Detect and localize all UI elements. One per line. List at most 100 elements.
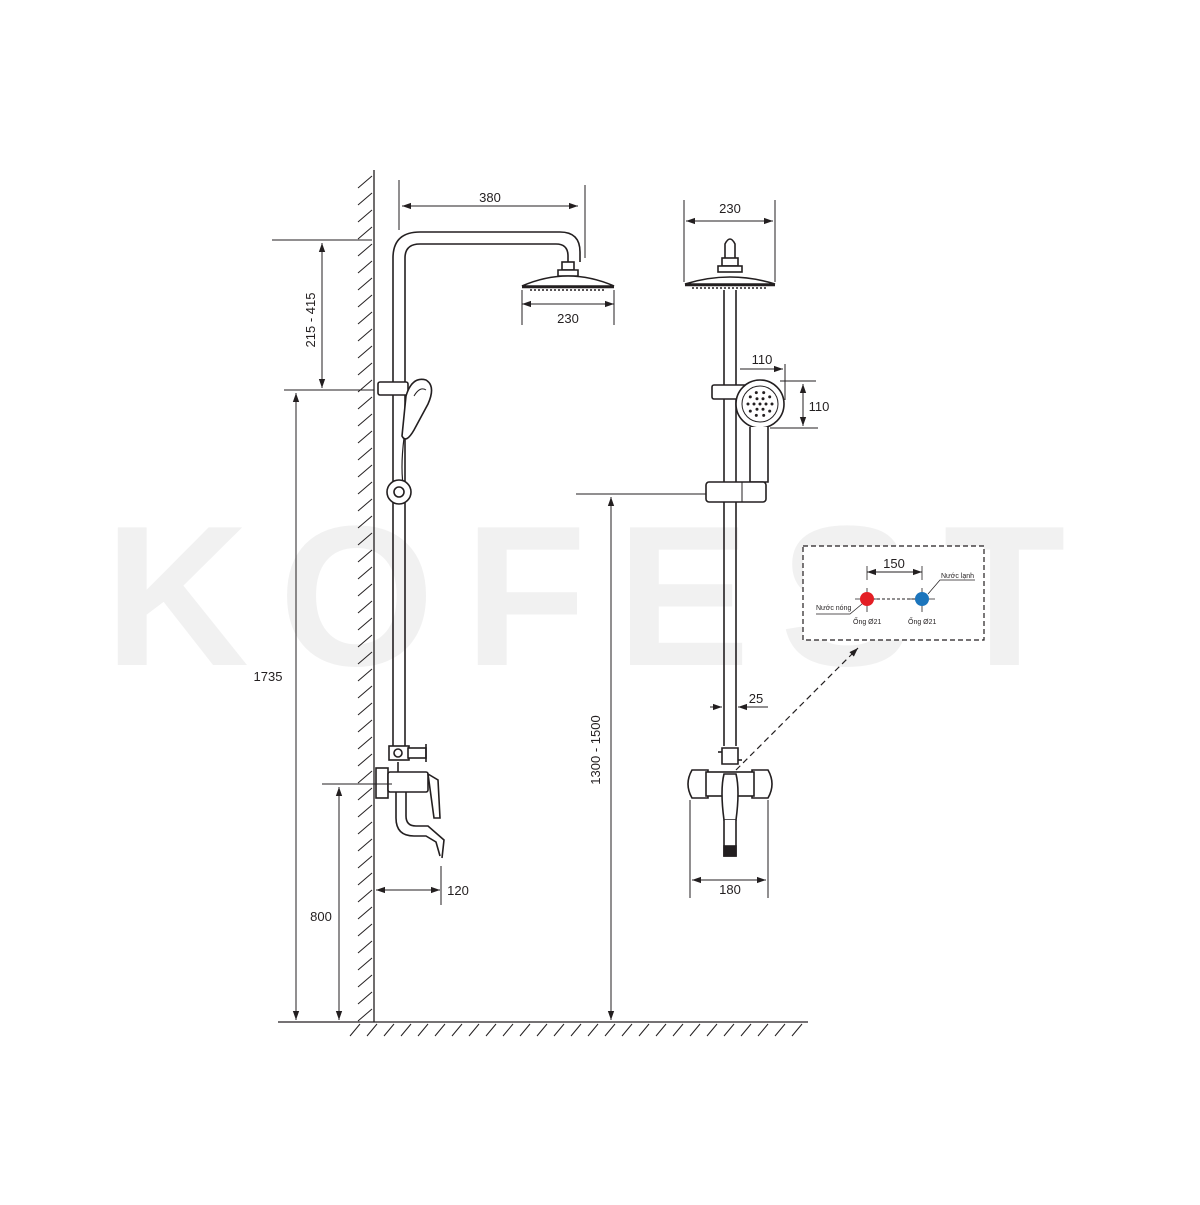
floor-hatch-line	[400, 1023, 412, 1037]
wall-hatch-line	[357, 311, 373, 325]
wall-hatch-line	[357, 1008, 373, 1022]
dim-mixer-width: 180	[719, 882, 741, 897]
hot-inlet-dot	[860, 592, 874, 606]
wall-hatch-line	[357, 328, 373, 342]
wall-hatch-line	[357, 175, 373, 189]
wall-hatch-line	[357, 719, 373, 733]
spray-nozzle-dot	[748, 395, 752, 399]
spray-nozzle-dot	[746, 402, 750, 406]
wall-hatch-line	[357, 838, 373, 852]
floor-hatch-line	[621, 1023, 633, 1037]
floor-hatch-line	[536, 1023, 548, 1037]
wall-hatch-line	[357, 685, 373, 699]
cold-inlet-dot	[915, 592, 929, 606]
wall-hatch-line	[357, 515, 373, 529]
floor-hatch-line	[757, 1023, 769, 1037]
floor-hatch-line	[366, 1023, 378, 1037]
dim-side-head-diameter: 230	[557, 311, 579, 326]
floor-hatch-line	[434, 1023, 446, 1037]
floor-hatch-line	[791, 1023, 803, 1037]
floor-hatch-line	[519, 1023, 531, 1037]
floor	[278, 1021, 808, 1037]
floor-hatch-line	[689, 1023, 701, 1037]
wall-hatch-line	[357, 226, 373, 240]
dim-mixer-height: 800	[310, 909, 332, 924]
wall-hatch-line	[357, 702, 373, 716]
floor-hatch-line	[672, 1023, 684, 1037]
wall-hatch-line	[357, 430, 373, 444]
wall-hatch-line	[357, 532, 373, 546]
spray-nozzle-dot	[762, 391, 766, 395]
wall-hatch-line	[357, 498, 373, 512]
wall-hatch-line	[357, 345, 373, 359]
wall-hatch-line	[357, 668, 373, 682]
wall-hatch-line	[357, 192, 373, 206]
spray-nozzle-dot	[755, 397, 759, 401]
wall-hatch-line	[357, 770, 373, 784]
wall-hatch-line	[357, 787, 373, 801]
floor-hatch-line	[451, 1023, 463, 1037]
detail-pointer	[735, 647, 859, 771]
floor-hatch-line	[723, 1023, 735, 1037]
wall-hatch-line	[357, 957, 373, 971]
wall-hatch-line	[357, 736, 373, 750]
dim-pipe-diameter: 25	[749, 691, 763, 706]
floor-hatch-line	[417, 1023, 429, 1037]
floor-hatch-line	[349, 1023, 361, 1037]
floor-hatch-line	[740, 1023, 752, 1037]
wall-hatch-line	[357, 753, 373, 767]
floor-hatch-line	[604, 1023, 616, 1037]
wall-hatch-line	[357, 396, 373, 410]
wall-hatch-line	[357, 600, 373, 614]
side-view-dimensions	[272, 180, 615, 1020]
wall-hatch-line	[357, 940, 373, 954]
dim-hand-height: 110	[809, 399, 830, 414]
spray-nozzle-dot	[752, 402, 756, 406]
floor-hatch-line	[587, 1023, 599, 1037]
floor-hatch-line	[706, 1023, 718, 1037]
floor-hatch-line	[553, 1023, 565, 1037]
wall-hatch-line	[357, 481, 373, 495]
wall-hatch-line	[357, 906, 373, 920]
cold-water-label: Nước lạnh	[941, 573, 974, 580]
wall-hatch-line	[357, 566, 373, 580]
wall-hatch-line	[357, 362, 373, 376]
dim-total-height: 1735	[254, 669, 283, 684]
hot-pipe-label: Ống Ø21	[853, 616, 882, 626]
floor-hatch-line	[383, 1023, 395, 1037]
wall-hatch-line	[357, 413, 373, 427]
floor-hatch-line	[468, 1023, 480, 1037]
spray-nozzle-dot	[762, 413, 766, 417]
floor-hatch-line	[485, 1023, 497, 1037]
wall-hatch-line	[357, 855, 373, 869]
wall-hatch-line	[357, 464, 373, 478]
wall-hatch-line	[357, 583, 373, 597]
dim-front-head-diameter: 230	[719, 201, 741, 216]
front-view-dimensions	[576, 200, 818, 1020]
dim-spout-projection: 120	[447, 883, 469, 898]
dim-holder-height-range: 1300 - 1500	[588, 715, 603, 784]
wall-hatch-line	[357, 872, 373, 886]
wall-hatch-line	[357, 634, 373, 648]
wall-hatch-line	[357, 549, 373, 563]
wall	[357, 170, 375, 1022]
wall-hatch-line	[357, 651, 373, 665]
spray-nozzle-dot	[761, 407, 765, 411]
spray-nozzle-dot	[754, 391, 758, 395]
spray-nozzle-dot	[748, 409, 752, 413]
wall-hatch-line	[357, 889, 373, 903]
inlet-detail-box: 150 Nước nóng Nước lạnh Ống Ø21 Ống Ø21	[802, 545, 985, 641]
cold-pipe-label: Ống Ø21	[908, 616, 937, 626]
spray-nozzle-dot	[755, 407, 759, 411]
floor-hatch-line	[655, 1023, 667, 1037]
wall-hatch-line	[357, 209, 373, 223]
wall-hatch-line	[357, 447, 373, 461]
wall-hatch-line	[357, 991, 373, 1005]
floor-hatch-line	[570, 1023, 582, 1037]
wall-hatch-line	[357, 923, 373, 937]
floor-hatch-line	[638, 1023, 650, 1037]
dim-head-height-range: 215 - 415	[303, 293, 318, 348]
wall-hatch-line	[357, 294, 373, 308]
